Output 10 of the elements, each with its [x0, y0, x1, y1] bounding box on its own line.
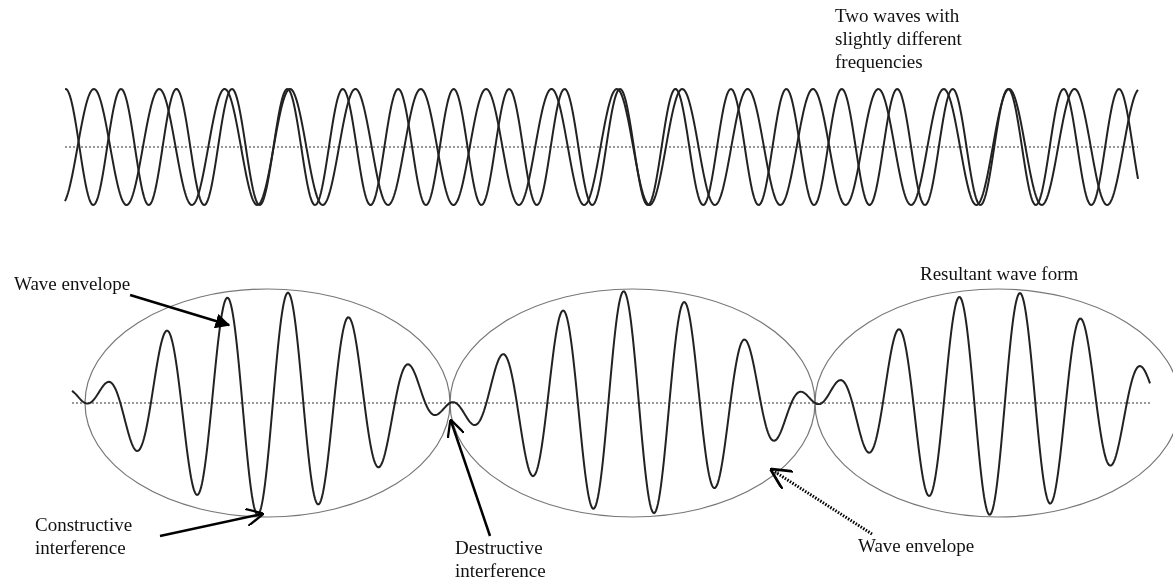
dotted-arrow — [768, 467, 873, 536]
annotation-text: Wave envelope — [14, 272, 131, 295]
arrow — [129, 293, 231, 329]
label: Two waves with slightly different frequencies — [835, 4, 963, 73]
label: Resultant wave form — [920, 262, 1080, 285]
arrow — [159, 507, 265, 538]
annotation-text: Destructive interference — [455, 536, 595, 582]
annotation-text: Constructive interference — [35, 513, 175, 559]
annotation-text: Wave envelope — [858, 534, 975, 557]
arrow — [446, 418, 492, 537]
